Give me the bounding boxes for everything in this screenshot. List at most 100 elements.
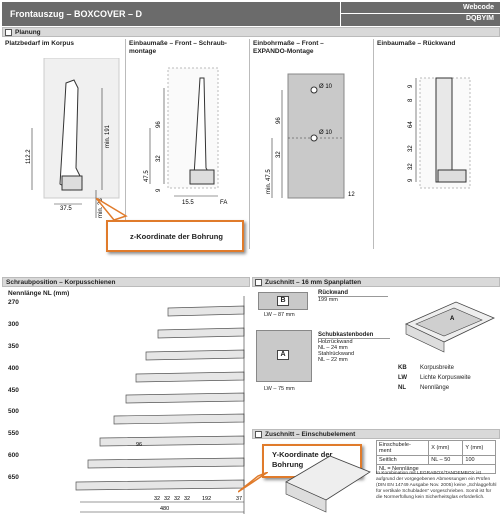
drawer-3d-drawing: A: [405, 301, 495, 353]
table-header-y: Y (mm): [462, 440, 496, 456]
callout-z-koordinate: z-Koordinate der Bohrung: [106, 220, 244, 252]
page-header: Frontauszug – BOXCOVER – D Webcode DQBYI…: [2, 2, 500, 26]
boden-item-1: Holzrückwand: [318, 339, 353, 345]
rail-400: [135, 371, 245, 383]
section-header-zuschnitt: Zuschnitt – 16 mm Spanplatten: [252, 277, 500, 287]
rail-550: [99, 435, 245, 447]
nennlaenge-label: Nennlänge NL (mm): [8, 290, 70, 297]
drawing-schraubmontage: 96 32 47.5 9 15.5 FA: [144, 67, 227, 206]
rails-drawing: 32 32 32 32 192 37 480 96: [75, 296, 245, 514]
rail-450: [125, 392, 245, 404]
dim-96: 96: [156, 121, 162, 128]
section-label-einschub: Zuschnitt – Einschubelement: [265, 431, 356, 438]
dim-min-47-5: min. 47.5: [266, 169, 272, 194]
dim-96-expando: 96: [276, 117, 282, 124]
dim-rw-32a: 32: [408, 145, 414, 152]
webcode-box: Webcode DQBYIM: [340, 2, 500, 26]
panel-caption-schraubmontage: Einbaumaße – Front – Schraub- montage: [129, 40, 227, 55]
dim-37: 37: [236, 496, 242, 502]
rueckwand-info: Rückwand 199 mm: [318, 290, 388, 303]
panel-caption-expando: Einbohrmaße – Front – EXPANDO-Montage: [253, 40, 324, 55]
nl-600: 600: [8, 452, 19, 459]
section-header-schraub: Schraubposition – Korpusschienen: [2, 277, 250, 287]
rail-270: [167, 305, 245, 317]
dim-min-191: min. 191: [105, 124, 111, 148]
dim-32: 32: [156, 155, 162, 162]
nl-270: 270: [8, 299, 19, 306]
table-header-x: X (mm): [428, 440, 464, 456]
callout-y-pointer: [238, 472, 268, 493]
dim-15-5: 15.5: [182, 200, 194, 206]
nl-550: 550: [8, 430, 19, 437]
dim-rw-64: 64: [408, 121, 414, 128]
section-label-schraub: Schraubposition – Korpusschienen: [6, 279, 116, 286]
drawing-platzbedarf: 112.2 min. 191 37.5 min. 33: [26, 58, 120, 218]
section-label-zuschnitt: Zuschnitt – 16 mm Spanplatten: [265, 279, 362, 286]
einschub-note: In Kombination mit LEGRABOX/TANDEMBOX is…: [376, 471, 497, 500]
dim-192: 192: [202, 496, 211, 502]
nl-300: 300: [8, 321, 19, 328]
section-label-planung: Planung: [15, 29, 41, 36]
nl-400: 400: [8, 365, 19, 372]
einschub-drawing: [285, 455, 371, 513]
section-header-einschub: Zuschnitt – Einschubelement: [252, 429, 500, 439]
callout-z-pointer: [96, 198, 128, 221]
dim-min-33: min. 33: [98, 198, 104, 218]
rail-600: [87, 457, 245, 469]
nl-650: 650: [8, 474, 19, 481]
panel-b-tag: B: [277, 296, 289, 306]
rueckwand-title: Rückwand: [318, 290, 388, 297]
table-cell-element: Seitlich: [375, 455, 430, 465]
rail-650: [75, 479, 245, 491]
boden-item-4: NL – 22 mm: [318, 357, 348, 363]
boden-item-3: Stahlrückwand: [318, 351, 355, 357]
dim-32-c: 32: [174, 496, 180, 502]
dim-47-5: 47.5: [144, 170, 150, 182]
boden-info: Schubkastenboden Holzrückwand NL – 24 mm…: [318, 332, 390, 363]
dim-fa: FA: [220, 200, 227, 206]
panel-caption-rueckwand: Einbaumaße – Rückwand: [377, 40, 456, 47]
section-header-planung: Planung: [2, 27, 500, 37]
dim-32-expando: 32: [276, 151, 282, 158]
dim-32-a: 32: [154, 496, 160, 502]
rail-350: [145, 349, 245, 361]
panel-divider: [125, 39, 126, 249]
drawing-icon: [5, 29, 12, 36]
dim-rw-9b: 9: [408, 178, 414, 182]
rueckwand-value: 199 mm: [318, 297, 338, 303]
panel-caption-platzbedarf: Platzbedarf im Korpus: [5, 40, 74, 47]
panel-divider: [249, 39, 250, 249]
drawing-expando: Ø 10 Ø 10 96 32 min. 47.5 12: [266, 73, 355, 199]
nl-450: 450: [8, 387, 19, 394]
page-title: Frontauszug – BOXCOVER – D: [10, 9, 143, 19]
webcode-value: DQBYIM: [466, 15, 494, 22]
table-cell-x: NL – 50: [428, 455, 464, 465]
nl-500: 500: [8, 408, 19, 415]
dim-32-d: 32: [184, 496, 190, 502]
rail-300: [157, 327, 245, 339]
panel-a-width: LW – 75 mm: [264, 386, 295, 392]
drawing-icon: [255, 279, 262, 286]
table-header-element: Einschubele- ment: [375, 440, 430, 456]
panel-a-tag: A: [277, 350, 289, 360]
panel-b-width: LW – 87 mm: [264, 312, 295, 318]
dim-9: 9: [156, 188, 162, 192]
dim-32-b: 32: [164, 496, 170, 502]
drawing-rueckwand: 9 8 64 32 32 9: [408, 77, 471, 189]
nl-350: 350: [8, 343, 19, 350]
table-cell-y: 100: [462, 455, 496, 465]
svg-text:A: A: [450, 316, 455, 322]
dim-37-5: 37.5: [60, 206, 72, 212]
panel-divider: [373, 39, 374, 249]
dim-96-schraub: 96: [136, 442, 142, 448]
dim-dia-10-b: Ø 10: [319, 130, 333, 136]
table-footnote: NL = Nennlänge: [376, 464, 496, 474]
dim-112-2: 112.2: [26, 149, 32, 164]
dim-rw-8: 8: [408, 98, 414, 102]
drawing-icon: [255, 431, 262, 438]
einschub-table: Einschubele- ment X (mm) Y (mm) Seitlich…: [375, 440, 496, 474]
dim-480: 480: [160, 506, 169, 512]
